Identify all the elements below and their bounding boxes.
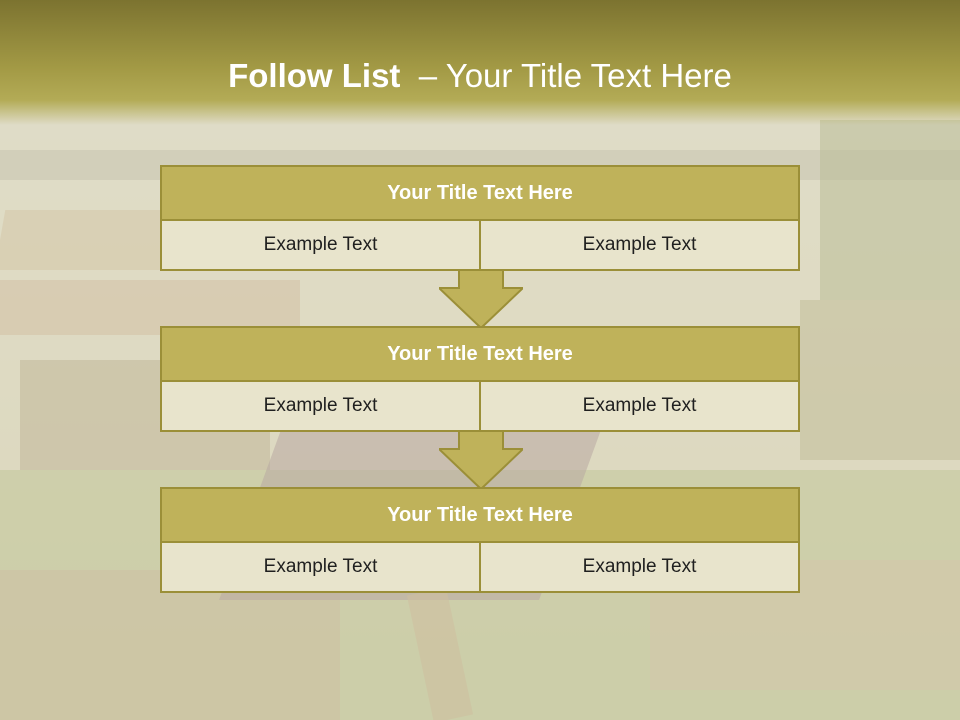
block-row: Example Text Example Text: [160, 543, 800, 593]
block-cell-left: Example Text: [160, 543, 481, 593]
block-cell-right: Example Text: [481, 221, 800, 271]
block-row: Example Text Example Text: [160, 221, 800, 271]
title-band: [0, 0, 960, 125]
block-cell-left: Example Text: [160, 221, 481, 271]
list-block-1: Your Title Text Here Example Text Exampl…: [160, 165, 800, 271]
block-row: Example Text Example Text: [160, 382, 800, 432]
block-title: Your Title Text Here: [160, 326, 800, 382]
list-block-2: Your Title Text Here Example Text Exampl…: [160, 326, 800, 432]
block-title: Your Title Text Here: [160, 165, 800, 221]
title-rest: – Your Title Text Here: [418, 57, 732, 94]
block-cell-right: Example Text: [481, 382, 800, 432]
block-cell-left: Example Text: [160, 382, 481, 432]
down-arrow-icon: [439, 270, 523, 330]
block-cell-right: Example Text: [481, 543, 800, 593]
down-arrow-icon: [439, 431, 523, 491]
title-bold: Follow List: [228, 57, 401, 94]
list-block-3: Your Title Text Here Example Text Exampl…: [160, 487, 800, 593]
slide-title: Follow List – Your Title Text Here: [0, 52, 960, 100]
block-title: Your Title Text Here: [160, 487, 800, 543]
